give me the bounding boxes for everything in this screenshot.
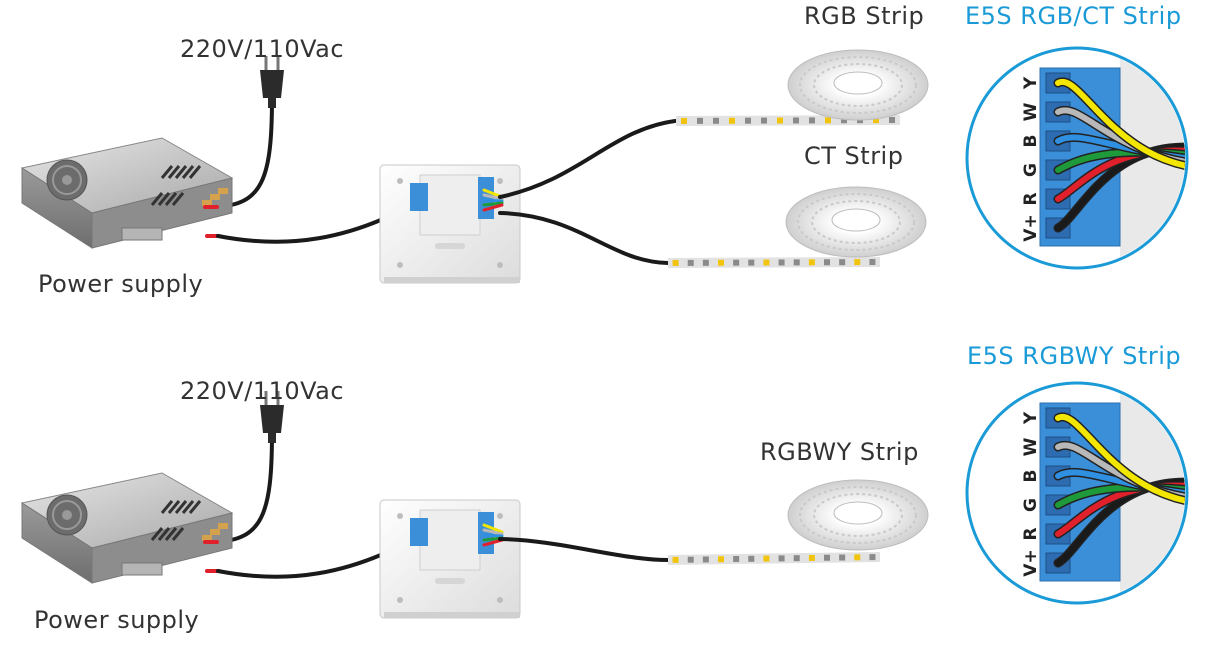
top-plug-icon bbox=[258, 54, 286, 110]
bottom-detail-title: E5S RGBWY Strip bbox=[967, 342, 1182, 370]
top-terminal-label-y: Y bbox=[1021, 76, 1041, 90]
bottom-terminal-label-g: G bbox=[1021, 498, 1041, 512]
top-detail-title: E5S RGB/CT Strip bbox=[965, 2, 1182, 30]
rgbwy-strip-label: RGBWY Strip bbox=[760, 438, 919, 466]
bottom-fan-wire-4 bbox=[482, 538, 504, 547]
top-terminal-label-g: G bbox=[1021, 163, 1041, 177]
top-power-supply-icon bbox=[20, 136, 234, 250]
bottom-voltage-label: 220V/110Vac bbox=[180, 377, 345, 405]
top-rgb-reel bbox=[787, 49, 929, 121]
top-voltage-label: 220V/110Vac bbox=[180, 35, 345, 63]
bottom-power-supply-icon bbox=[20, 471, 234, 585]
top-rgb-cable bbox=[498, 119, 677, 199]
top-detail-wire-5 bbox=[1055, 78, 1185, 171]
bottom-terminal-label-y: Y bbox=[1021, 411, 1041, 425]
top-fan-wire-4 bbox=[482, 203, 504, 212]
bottom-detail-border bbox=[965, 381, 1189, 605]
bottom-rgbwy-strip bbox=[667, 552, 881, 565]
bottom-terminal-label-w: W bbox=[1021, 437, 1041, 456]
bottom-terminal-label-vplus: V+ bbox=[1021, 549, 1041, 576]
top-fan-wire-2 bbox=[482, 198, 504, 203]
bottom-controller-panel bbox=[379, 499, 521, 619]
top-ct-reel bbox=[785, 186, 927, 258]
top-ct-strip bbox=[667, 257, 881, 268]
bottom-rgbwy-reel bbox=[787, 479, 929, 551]
bottom-terminal-label-r: R bbox=[1021, 527, 1041, 540]
bottom-terminal-detail: V+ R G B WY bbox=[965, 381, 1189, 605]
bottom-power-supply-label: Power supply bbox=[34, 606, 200, 634]
top-terminal-detail: V+ R G B WY bbox=[965, 46, 1189, 270]
top-controller-panel bbox=[379, 164, 521, 284]
top-power-supply-label: Power supply bbox=[38, 270, 204, 298]
bottom-terminal-label-b: B bbox=[1021, 470, 1041, 483]
top-terminal-label-vplus: V+ bbox=[1021, 214, 1041, 241]
bottom-detail-wire-5 bbox=[1055, 413, 1185, 506]
top-detail-border bbox=[965, 46, 1189, 270]
bottom-fan-wire-1 bbox=[482, 528, 504, 536]
bottom-fan-wire-2 bbox=[482, 533, 504, 538]
top-terminal-label-w: W bbox=[1021, 102, 1041, 121]
top-terminal-label-b: B bbox=[1021, 135, 1041, 148]
ct-strip-label: CT Strip bbox=[804, 142, 904, 170]
rgb-strip-label: RGB Strip bbox=[804, 2, 925, 30]
top-terminal-label-r: R bbox=[1021, 192, 1041, 205]
bottom-rgbwy-cable bbox=[498, 537, 670, 562]
bottom-fan-wire-0 bbox=[482, 523, 504, 534]
top-ct-cable bbox=[498, 211, 670, 265]
top-fan-wire-3 bbox=[482, 201, 504, 207]
